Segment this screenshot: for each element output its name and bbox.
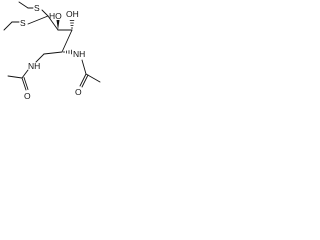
bond-carbonyl-o-right-1 [79,73,87,87]
bond-s2-c1 [27,15,49,25]
bond-c3-c4 [61,29,73,53]
bond-s1-c1 [41,9,49,17]
bond-carbonyl-o-right-2 [81,74,89,88]
hash-c4-nh [63,49,72,55]
atom-o-right: O [75,87,82,97]
bond-carbonyl-o-left-2 [23,77,29,90]
atom-s-lower: S [20,18,26,28]
bond-carbonyl-methyl-left [7,75,23,79]
atom-oh-upper: OH [66,9,79,19]
atom-nh-right: NH [73,49,85,59]
atom-label-layer: S S OH HO NH NH O O [20,3,85,101]
bond-layer [3,1,101,91]
wedge-c2-oh [56,20,60,30]
bond-c4-c5 [43,51,63,55]
bond-c5-nh [35,53,45,63]
hash-c3-oh [69,20,75,29]
atom-o-left: O [24,91,31,101]
bond-n-carbonyl-left [21,69,29,79]
atom-nh-left: NH [28,61,40,71]
bond-c1-c2 [47,15,59,31]
bond-ethyl2-a [3,21,13,31]
molecule-structure-diagram: S S OH HO NH NH O O [3,1,101,101]
atom-s-upper: S [34,3,40,13]
bond-ethyl1-a [18,1,29,9]
atom-oh-lower: HO [49,11,62,21]
bond-carbonyl-o-left-1 [21,77,27,91]
bond-n-carbonyl-right [81,59,87,75]
